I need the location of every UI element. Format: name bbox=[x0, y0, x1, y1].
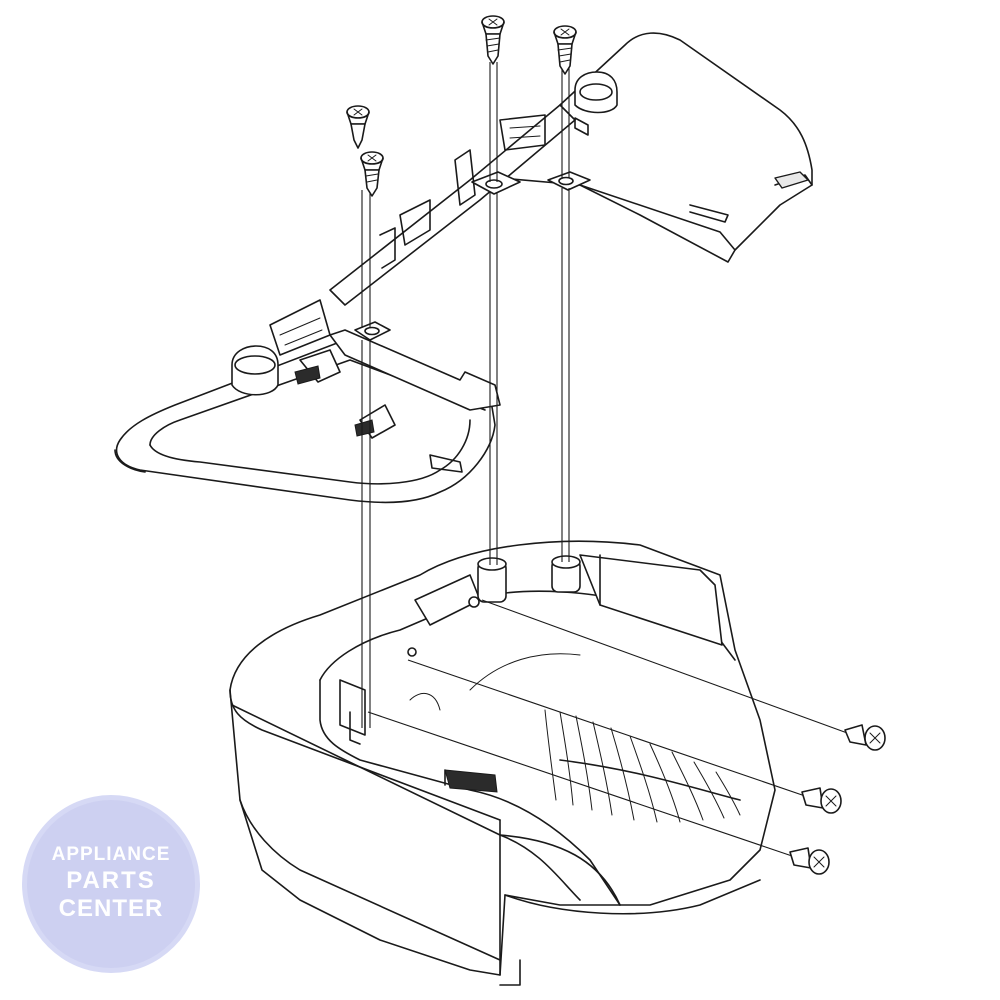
watermark-line-3: CENTER bbox=[58, 895, 164, 923]
screw-side-1 bbox=[844, 724, 886, 751]
screw-top-1 bbox=[481, 15, 505, 65]
screw-top-3 bbox=[346, 105, 370, 149]
appliance-parts-center-watermark: APPLIANCE PARTS CENTER bbox=[22, 795, 200, 973]
lower-left-housing-cover bbox=[114, 321, 501, 504]
upper-right-housing-cover bbox=[269, 32, 813, 356]
screw-top-4 bbox=[360, 151, 384, 197]
screw-top-2 bbox=[553, 25, 577, 75]
watermark-line-2: PARTS bbox=[66, 866, 156, 894]
watermark-line-1: APPLIANCE bbox=[51, 843, 171, 865]
screw-side-3 bbox=[789, 847, 830, 875]
alignment-guides bbox=[361, 62, 851, 858]
screw-side-2 bbox=[801, 787, 842, 814]
